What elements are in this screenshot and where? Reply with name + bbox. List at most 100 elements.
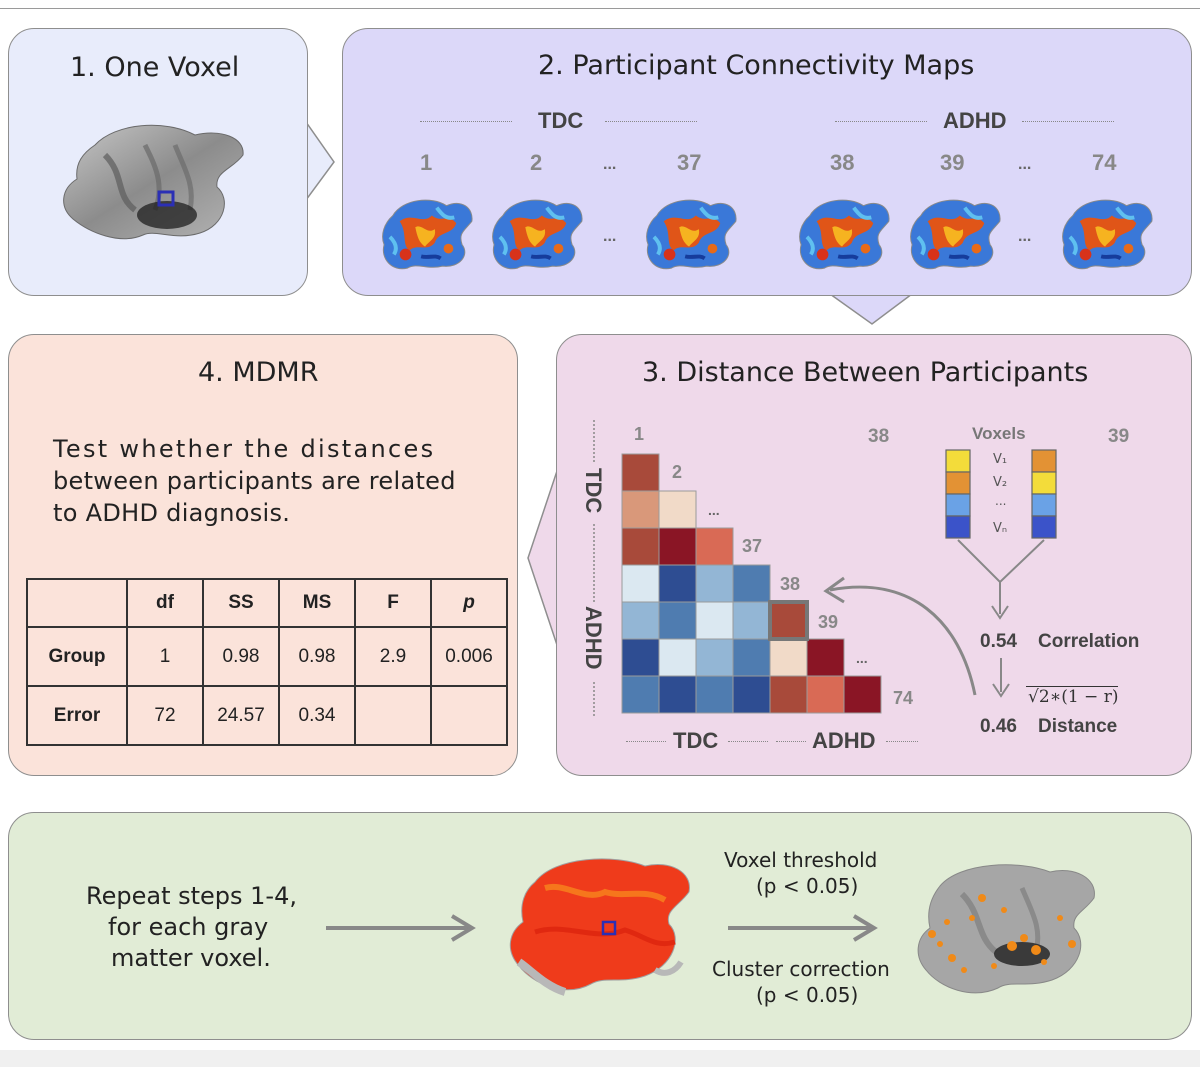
cell-r5c5	[806, 638, 845, 677]
connectivity-map-74	[1060, 198, 1155, 271]
repeat-line-2: for each gray	[108, 913, 269, 941]
table-cell: 24.57	[202, 685, 280, 746]
cell-r0c0	[621, 453, 660, 492]
table-cell: 0.98	[202, 626, 280, 687]
distance-to-matrix-arrow	[823, 576, 977, 696]
table-cell: 0.98	[278, 626, 356, 687]
voxel-label-v1: V₁	[993, 452, 1008, 467]
table-cell: 0.34	[278, 685, 356, 746]
matrix-label-74: 74	[893, 688, 914, 708]
voxel-threshold-line-1: Voxel threshold	[724, 848, 878, 872]
connectivity-map-1	[380, 198, 475, 271]
cell-r6c1	[658, 675, 697, 714]
correlation-label: Correlation	[1038, 631, 1140, 652]
table-cell: 2.9	[354, 626, 432, 687]
voxels-label: Voxels	[972, 424, 1026, 443]
participant-label-1: 1	[420, 150, 433, 175]
repeat-line-1: Repeat steps 1-4,	[86, 882, 297, 910]
cell-r4c0	[621, 601, 660, 640]
matrix-label-37: 37	[742, 536, 763, 556]
h-adhd-rule-right	[886, 741, 918, 742]
mdmr-description-line-3: to ADHD diagnosis.	[53, 499, 291, 527]
participant-label-39: 39	[940, 150, 965, 175]
cell-r6c2	[695, 675, 734, 714]
cell-r4c3	[732, 601, 771, 640]
table-row: Error 72 24.57 0.34	[26, 685, 508, 746]
cell-r6c5	[806, 675, 845, 714]
panel2-title: 2. Participant Connectivity Maps	[538, 50, 975, 81]
voxel-vectors	[945, 449, 1057, 620]
vec38-vn	[945, 515, 971, 539]
threshold-arrow	[728, 914, 878, 942]
table-header-cell: p	[430, 578, 508, 628]
participant-label-37: 37	[677, 150, 702, 175]
table-cell: Group	[26, 626, 128, 687]
correlation-value: 0.54	[980, 631, 1017, 652]
h-tdc-rule-left	[626, 741, 666, 742]
thresholded-map	[917, 864, 1095, 994]
h-adhd-rule-left	[776, 741, 806, 742]
vec38-v3	[945, 493, 971, 517]
vertical-adhd-label: ADHD	[581, 606, 606, 670]
cell-r3c0	[621, 564, 660, 603]
participant-label-38: 38	[830, 150, 855, 175]
cell-r3c2	[695, 564, 734, 603]
vertical-axis-rules	[593, 420, 595, 716]
matrix-label-2: 2	[672, 462, 683, 482]
voxel-label-ellipsis: ...	[995, 494, 1007, 508]
cell-r6c4	[769, 675, 808, 714]
cell-r5c2	[695, 638, 734, 677]
voxel-label-v2: V₂	[993, 475, 1008, 490]
mdmr-table: df SS MS F p Group 1 0.98 0.98 2.9 0.006…	[26, 578, 508, 746]
repeat-arrow	[326, 914, 476, 942]
panel4-title: 4. MDMR	[198, 357, 319, 388]
table-header-row: df SS MS F p	[26, 578, 508, 628]
cell-r6c3	[732, 675, 771, 714]
connectivity-map-39	[908, 198, 1003, 271]
vec38-v2	[945, 471, 971, 495]
table-cell: 0.006	[430, 626, 508, 687]
table-header-cell: MS	[278, 578, 356, 628]
distance-label: Distance	[1038, 716, 1118, 737]
cell-r1c1	[658, 490, 697, 529]
table-cell	[430, 685, 508, 746]
matrix-label-1: 1	[634, 424, 645, 444]
panel-connectivity-maps	[342, 28, 1192, 296]
repeat-line-3: matter voxel.	[111, 944, 271, 972]
cell-r4c1	[658, 601, 697, 640]
panel1-title: 1. One Voxel	[70, 52, 240, 83]
matrix-label-ellipsis-1: ...	[708, 502, 720, 518]
voxel-marker	[157, 190, 175, 207]
matrix-label-39: 39	[818, 612, 839, 632]
correlation-to-distance-arrow	[992, 658, 1010, 698]
adhd-group-label: ADHD	[943, 108, 1007, 133]
mdmr-description-line-2: between participants are related	[53, 467, 456, 495]
h-tdc-rule-right	[728, 741, 768, 742]
matrix-label-38: 38	[780, 574, 801, 594]
cell-r5c3	[732, 638, 771, 677]
tdc-rule-right	[605, 121, 697, 122]
voxel-threshold-line-2: (p < 0.05)	[756, 874, 859, 898]
vec39-vn	[1031, 515, 1057, 539]
participant-ellipsis-adhd: ...	[1018, 156, 1032, 173]
participant-label-74: 74	[1092, 150, 1117, 175]
tdc-group-label: TDC	[538, 108, 584, 133]
cell-r6c6	[843, 675, 882, 714]
vec39-v2	[1031, 471, 1057, 495]
horizontal-tdc-label: TDC	[673, 728, 719, 753]
vec38-v1	[945, 449, 971, 473]
pair-label-39: 39	[1108, 426, 1130, 447]
participant-ellipsis-tdc: ...	[603, 156, 617, 173]
cell-r1c0	[621, 490, 660, 529]
cell-r2c1	[658, 527, 697, 566]
tdc-rule-left	[420, 121, 512, 122]
table-row: Group 1 0.98 0.98 2.9 0.006	[26, 626, 508, 687]
cell-r6c0	[621, 675, 660, 714]
table-cell: Error	[26, 685, 128, 746]
cell-r5c0	[621, 638, 660, 677]
connectivity-map-2	[490, 198, 585, 271]
highlight-cell-38-39	[768, 600, 809, 641]
vec39-v1	[1031, 449, 1057, 473]
table-cell: 1	[126, 626, 204, 687]
